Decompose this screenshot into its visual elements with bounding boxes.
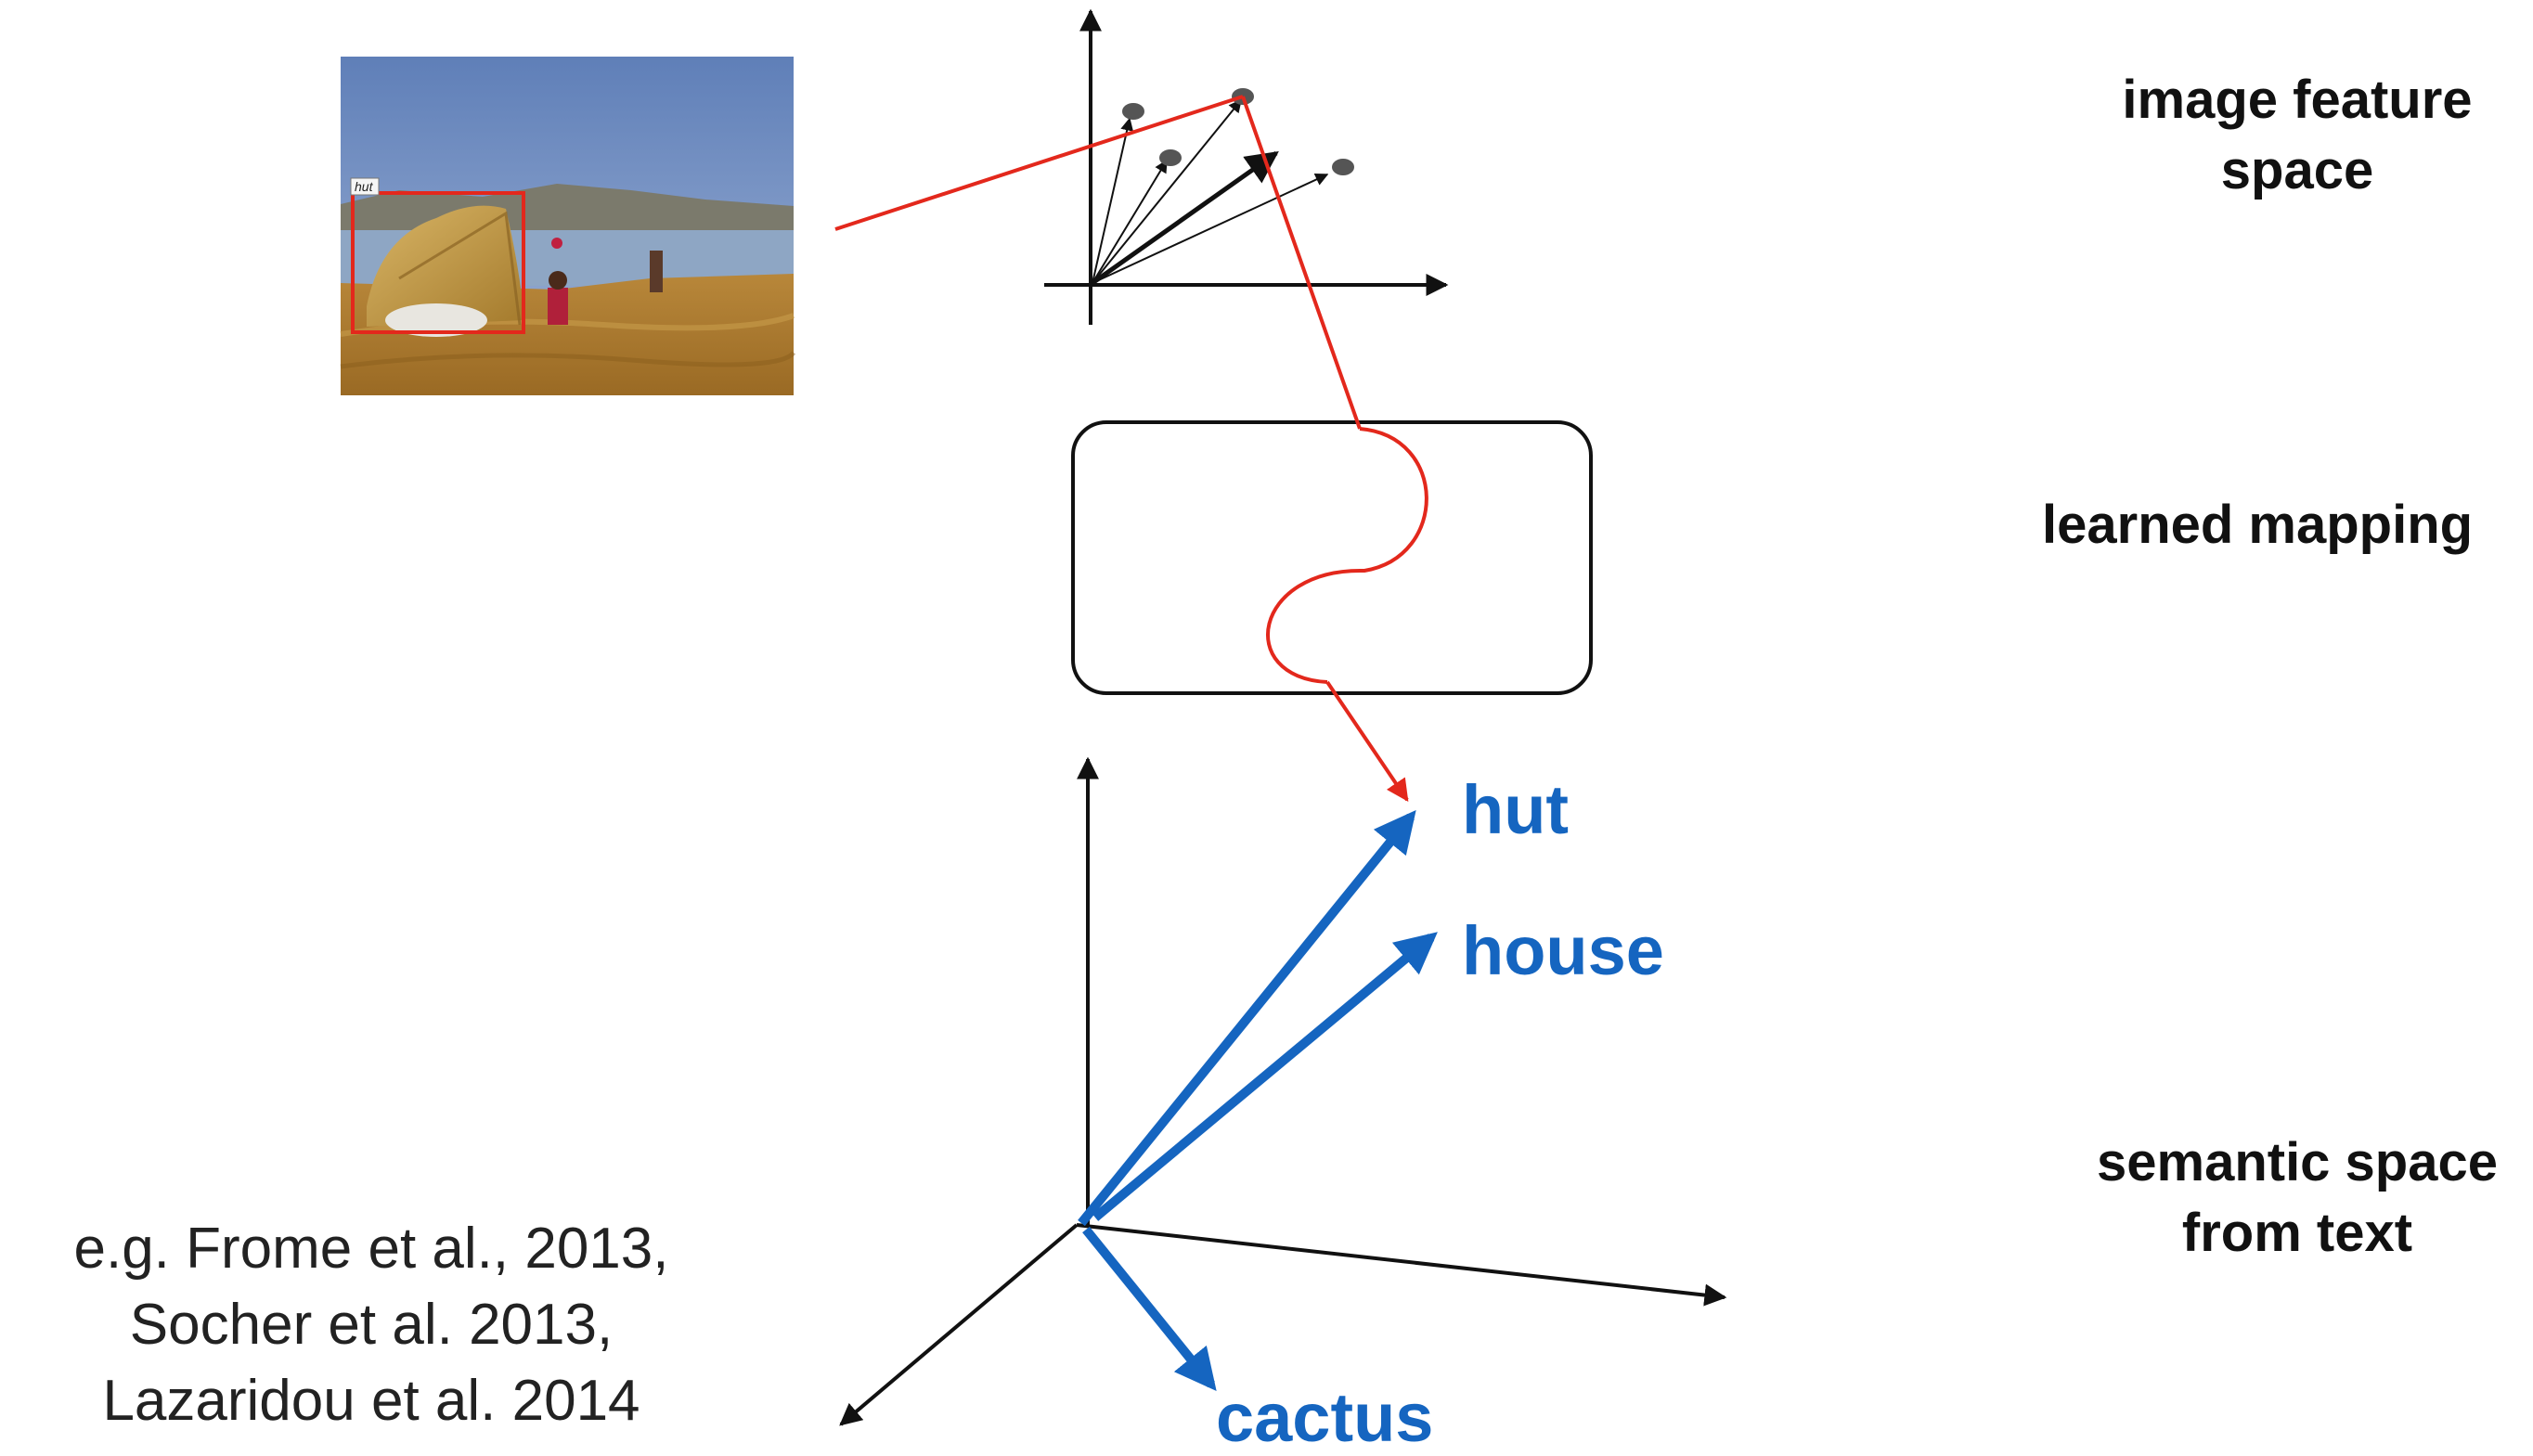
feature-point <box>1159 149 1182 166</box>
feature-vector <box>1092 159 1168 284</box>
feature-space-plot <box>1044 8 1449 325</box>
feature-vector <box>1092 98 1242 284</box>
feature-point <box>1122 103 1144 120</box>
label-line: space <box>2220 140 2374 200</box>
semantic-z-axis <box>839 1223 1079 1426</box>
mapping-path <box>834 95 1428 802</box>
label-line: semantic space <box>2096 1132 2499 1192</box>
citation-line: Socher et al. 2013, <box>129 1293 614 1357</box>
hut-vector <box>1078 810 1416 1227</box>
house-vector <box>1092 932 1438 1221</box>
label-line: image feature <box>2122 70 2473 130</box>
citation-line: e.g. Frome et al., 2013, <box>73 1217 669 1281</box>
feature-vector <box>1092 173 1329 284</box>
learned-mapping-label: learned mapping <box>2042 490 2533 560</box>
citation: e.g. Frome et al., 2013, Socher et al. 2… <box>19 1211 724 1439</box>
photo: hut <box>340 57 796 395</box>
hut-label: hut <box>1462 771 1570 848</box>
citation-line: Lazaridou et al. 2014 <box>102 1369 640 1433</box>
label-line: from text <box>2181 1203 2413 1263</box>
cactus-vector <box>1082 1226 1217 1391</box>
semantic-space-label: semantic space from text <box>2033 1127 2533 1269</box>
feature-point <box>1332 159 1354 175</box>
label-line: learned mapping <box>2042 495 2474 555</box>
semantic-x-axis <box>1076 1223 1727 1307</box>
learned-mapping-box <box>1071 420 1593 695</box>
box-tag: hut <box>355 179 374 194</box>
cactus-label: cactus <box>1216 1379 1434 1456</box>
semantic-space-plot <box>839 756 1727 1426</box>
feature-vector <box>1092 117 1134 284</box>
feature-vector-bold <box>1091 150 1279 286</box>
house-label: house <box>1462 912 1664 989</box>
image-feature-space-label: image feature space <box>2033 65 2533 206</box>
